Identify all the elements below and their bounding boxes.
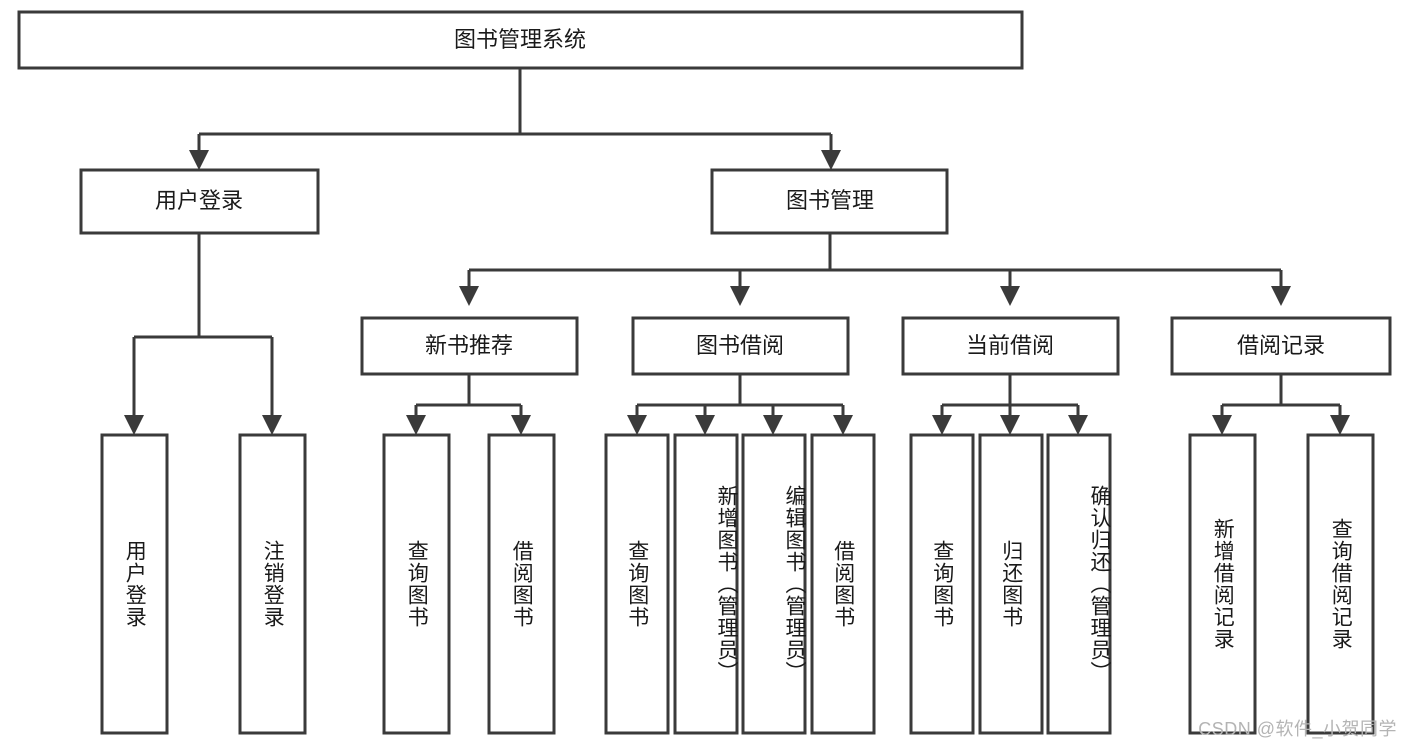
label-root: 图书管理系统 xyxy=(454,27,586,52)
label-current-borrow: 当前借阅 xyxy=(966,333,1054,358)
node-leaf-confirm-return-admin[interactable] xyxy=(1046,433,1112,735)
node-leaf-add-book-admin[interactable] xyxy=(673,433,739,735)
connector-bookmgmt-to-level3 xyxy=(459,233,1291,306)
label-leaf-add-book-admin: 新增图书（管理员） xyxy=(715,485,738,683)
node-leaf-query-book-newbook[interactable] xyxy=(382,433,451,735)
connector-newbook-to-leaves xyxy=(406,374,531,435)
label-leaf-query-borrow-record: 查询借阅记录 xyxy=(1329,518,1353,650)
node-new-book-recommend[interactable] xyxy=(360,316,579,376)
label-leaf-user-login: 用户登录 xyxy=(123,540,147,628)
node-leaf-add-borrow-record[interactable] xyxy=(1188,433,1257,735)
label-leaf-query-book-newbook: 查询图书 xyxy=(405,540,429,628)
node-book-borrow[interactable] xyxy=(631,316,850,376)
label-leaf-logout: 注销登录 xyxy=(261,540,285,628)
node-user-login[interactable] xyxy=(79,168,320,235)
node-borrow-record[interactable] xyxy=(1170,316,1392,376)
connector-record-to-leaves xyxy=(1212,374,1350,435)
node-book-management[interactable] xyxy=(710,168,949,235)
node-leaf-return-book[interactable] xyxy=(978,433,1044,735)
node-leaf-query-borrow-record[interactable] xyxy=(1306,433,1375,735)
label-leaf-query-book-current: 查询图书 xyxy=(930,540,954,628)
node-leaf-user-login[interactable] xyxy=(100,433,169,735)
label-book-management: 图书管理 xyxy=(786,188,874,213)
label-leaf-borrow-book: 借阅图书 xyxy=(831,540,855,628)
node-current-borrow[interactable] xyxy=(901,316,1120,376)
connector-borrow-to-leaves xyxy=(627,374,853,435)
node-leaf-edit-book-admin[interactable] xyxy=(741,433,807,735)
label-leaf-return-book: 归还图书 xyxy=(999,540,1023,628)
node-leaf-query-book-current[interactable] xyxy=(909,433,975,735)
label-new-book-recommend: 新书推荐 xyxy=(425,333,513,358)
label-leaf-edit-book-admin: 编辑图书（管理员） xyxy=(783,485,806,683)
connector-userlogin-to-leaves xyxy=(124,233,282,435)
node-leaf-logout[interactable] xyxy=(238,433,307,735)
connector-root-to-level2 xyxy=(189,68,841,170)
node-leaf-borrow-book-newbook[interactable] xyxy=(487,433,556,735)
watermark-text: CSDN @软件_小贺同学 xyxy=(1198,719,1397,739)
label-book-borrow: 图书借阅 xyxy=(696,333,784,358)
node-leaf-borrow-book[interactable] xyxy=(810,433,876,735)
label-leaf-borrow-book-newbook: 借阅图书 xyxy=(510,540,534,628)
node-root-book-management-system[interactable] xyxy=(17,10,1024,70)
label-leaf-confirm-return-admin: 确认归还（管理员） xyxy=(1088,485,1111,683)
label-user-login: 用户登录 xyxy=(155,188,243,213)
label-leaf-add-borrow-record: 新增借阅记录 xyxy=(1211,518,1235,650)
label-borrow-record: 借阅记录 xyxy=(1237,333,1325,358)
node-leaf-query-book-borrow[interactable] xyxy=(604,433,670,735)
label-leaf-query-book-borrow: 查询图书 xyxy=(625,540,649,628)
connector-current-to-leaves xyxy=(932,374,1088,435)
